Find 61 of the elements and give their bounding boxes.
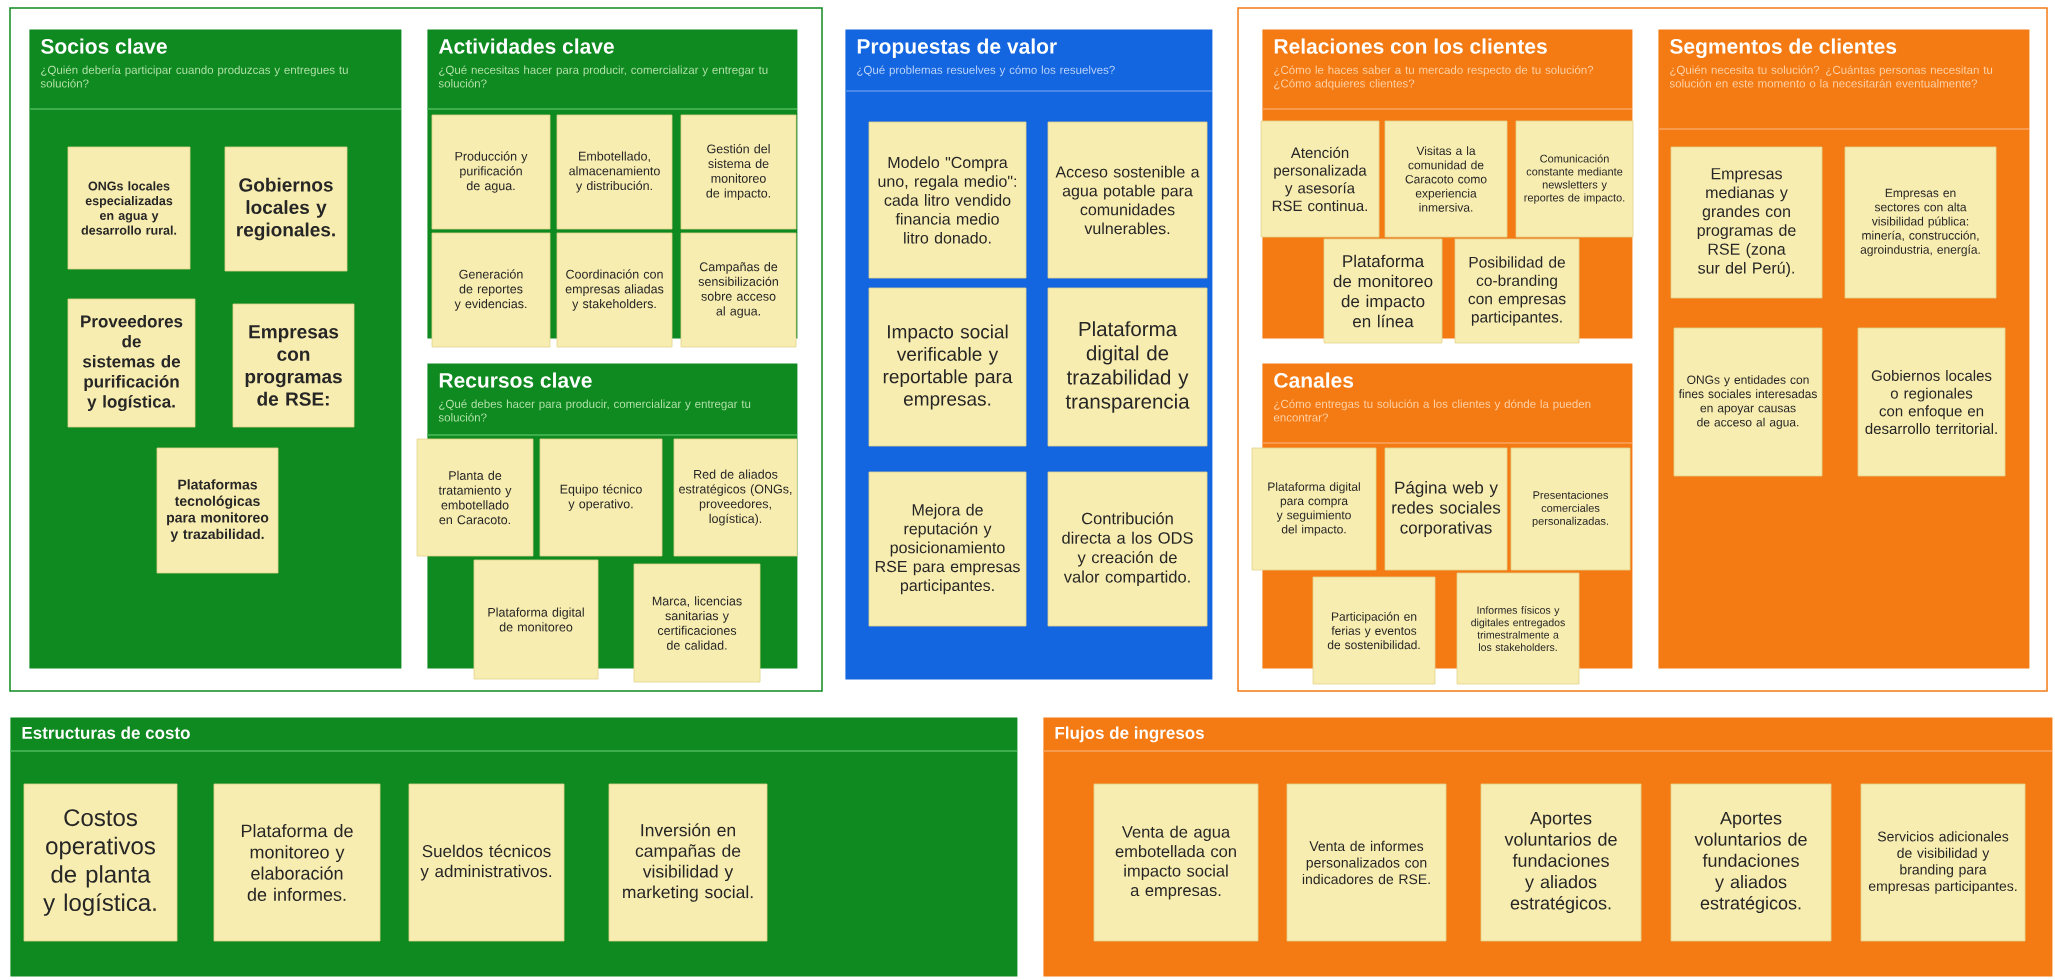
- sticky-note: Planta de tratamiento y embotellado en Caracoto.: [416, 438, 534, 557]
- sticky-note: Plataforma digital para compra y seguimiento del impacto.: [1251, 447, 1377, 571]
- sticky-note: Servicios adicionales de visibilidad y branding para empresas participantes.: [1860, 783, 2026, 942]
- sticky-note: Gestión del sistema de monitoreo de impacto.: [680, 114, 797, 230]
- sticky-note: Presentaciones comerciales personalizadas.: [1510, 447, 1631, 571]
- sticky-note: Sueldos técnicos y administrativos.: [408, 783, 565, 942]
- sticky-note: Empresas medianas y grandes con programas de RSE (zona sur del Perú).: [1670, 146, 1823, 299]
- sticky-note: Red de aliados estratégicos (ONGs, proveedores, logística).: [673, 438, 798, 557]
- panel-subtitle: ¿Qué debes hacer para producir, comercializar y entregar tu solución?: [438, 399, 751, 422]
- sticky-note: Aportes voluntarios de fundaciones y aliados estratégicos.: [1670, 783, 1832, 942]
- panel-subtitle: ¿Cómo le haces saber a tu mercado respecto de tu solución? ¿Cómo adquieres clientes?: [1274, 65, 1594, 90]
- panel-title: Actividades clave: [438, 38, 614, 54]
- sticky-note: Contribución directa a los ODS y creación de valor compartido.: [1047, 471, 1208, 627]
- sticky-note: Impacto social verificable y reportable para empresas.: [868, 287, 1027, 447]
- sticky-note: Marca, licencias sanitarias y certificaciones de calidad.: [633, 563, 761, 683]
- panel-subtitle: ¿Qué necesitas hacer para producir, comercializar y entregar tu solución?: [438, 65, 768, 88]
- sticky-note: Plataformas tecnológicas para monitoreo y trazabilidad.: [156, 447, 279, 574]
- panel-title: Segmentos de clientes: [1670, 38, 1897, 59]
- sticky-note: Plataforma digital de trazabilidad y transparencia: [1047, 287, 1208, 447]
- panel-subtitle: ¿Qué problemas resuelves y cómo los resuelves?: [857, 65, 1115, 77]
- panel-subtitle: ¿Quién debería participar cuando produzcas y entregues tu solución?: [40, 65, 348, 88]
- sticky-note: Inversión en campañas de visibilidad y marketing social.: [608, 783, 768, 942]
- sticky-note: Equipo técnico y operativo.: [539, 438, 663, 557]
- panel-title: Recursos clave: [439, 372, 592, 388]
- sticky-note: Plataforma de monitoreo de impacto en línea: [1323, 238, 1443, 344]
- sticky-note: Atención personalizada y asesoría RSE continua.: [1260, 120, 1380, 238]
- sticky-note: ONGs y entidades con fines sociales interesadas en apoyar causas de acceso al agua.: [1673, 327, 1823, 477]
- sticky-note: Aportes voluntarios de fundaciones y aliados estratégicos.: [1480, 783, 1642, 942]
- sticky-note: Página web y redes sociales corporativas: [1384, 447, 1508, 571]
- panel-title: Estructuras de costo: [22, 726, 190, 739]
- sticky-note: Gobiernos locales o regionales con enfoque en desarrollo territorial.: [1857, 327, 2006, 477]
- sticky-note: Acceso sostenible a agua potable para comunidades vulnerables.: [1047, 121, 1208, 279]
- sticky-note: Empresas en sectores con alta visibilidad pública: minería, construcción, agroindustria, energía.: [1844, 146, 1997, 299]
- sticky-note: Campañas de sensibilización sobre acceso al agua.: [680, 232, 797, 348]
- sticky-note: Empresas con programas de RSE:: [232, 303, 355, 428]
- sticky-note: Coordinación con empresas aliadas y stakeholders.: [556, 232, 673, 348]
- panel-title: Propuestas de valor: [857, 38, 1057, 58]
- sticky-note: Participación en ferias y eventos de sostenibilidad.: [1312, 576, 1436, 685]
- sticky-note: Modelo "Compra uno, regala medio": cada litro vendido financia medio litro donado.: [868, 121, 1027, 279]
- panel-subtitle: ¿Quién necesita tu solución? ¿Cuántas personas necesitan tu solución en este momento o la necesitarán eventualmente?: [1669, 65, 1993, 88]
- sticky-note: Generación de reportes y evidencias.: [431, 232, 551, 348]
- sticky-note: Informes físicos y digitales entregados trimestralmente a los stakeholders.: [1456, 572, 1580, 685]
- sticky-note: Venta de informes personalizados con indicadores de RSE.: [1286, 783, 1447, 942]
- panel-title: Canales: [1274, 372, 1354, 388]
- sticky-note: Embotellado, almacenamiento y distribución.: [556, 114, 673, 230]
- sticky-note: Gobiernos locales y regionales.: [224, 146, 348, 272]
- sticky-note: Posibilidad de co-branding con empresas participantes.: [1454, 238, 1580, 344]
- sticky-note: Costos operativos de planta y logística.: [23, 783, 178, 942]
- sticky-note: Plataforma digital de monitoreo: [473, 559, 599, 680]
- sticky-note: Venta de agua embotellada con impacto social a empresas.: [1093, 783, 1259, 942]
- sticky-note: Comunicación constante mediante newsletters y reportes de impacto.: [1515, 120, 1634, 238]
- sticky-note: Proveedores de sistemas de purificación y logística.: [67, 298, 196, 428]
- sticky-note: Mejora de reputación y posicionamiento RSE para empresas participantes.: [868, 471, 1027, 627]
- sticky-note: ONGs locales especializadas en agua y desarrollo rural.: [67, 146, 191, 270]
- panel-title: Flujos de ingresos: [1055, 726, 1204, 743]
- panel-subtitle: ¿Cómo entregas tu solución a los clientes y dónde la pueden encontrar?: [1273, 399, 1591, 422]
- sticky-note: Plataforma de monitoreo y elaboración de informes.: [213, 783, 381, 942]
- panel-title: Socios clave: [41, 38, 167, 54]
- panel-title: Relaciones con los clientes: [1274, 38, 1547, 54]
- sticky-note: Visitas a la comunidad de Caracoto como experiencia inmersiva.: [1384, 120, 1508, 238]
- sticky-note: Producción y purificación de agua.: [431, 114, 551, 230]
